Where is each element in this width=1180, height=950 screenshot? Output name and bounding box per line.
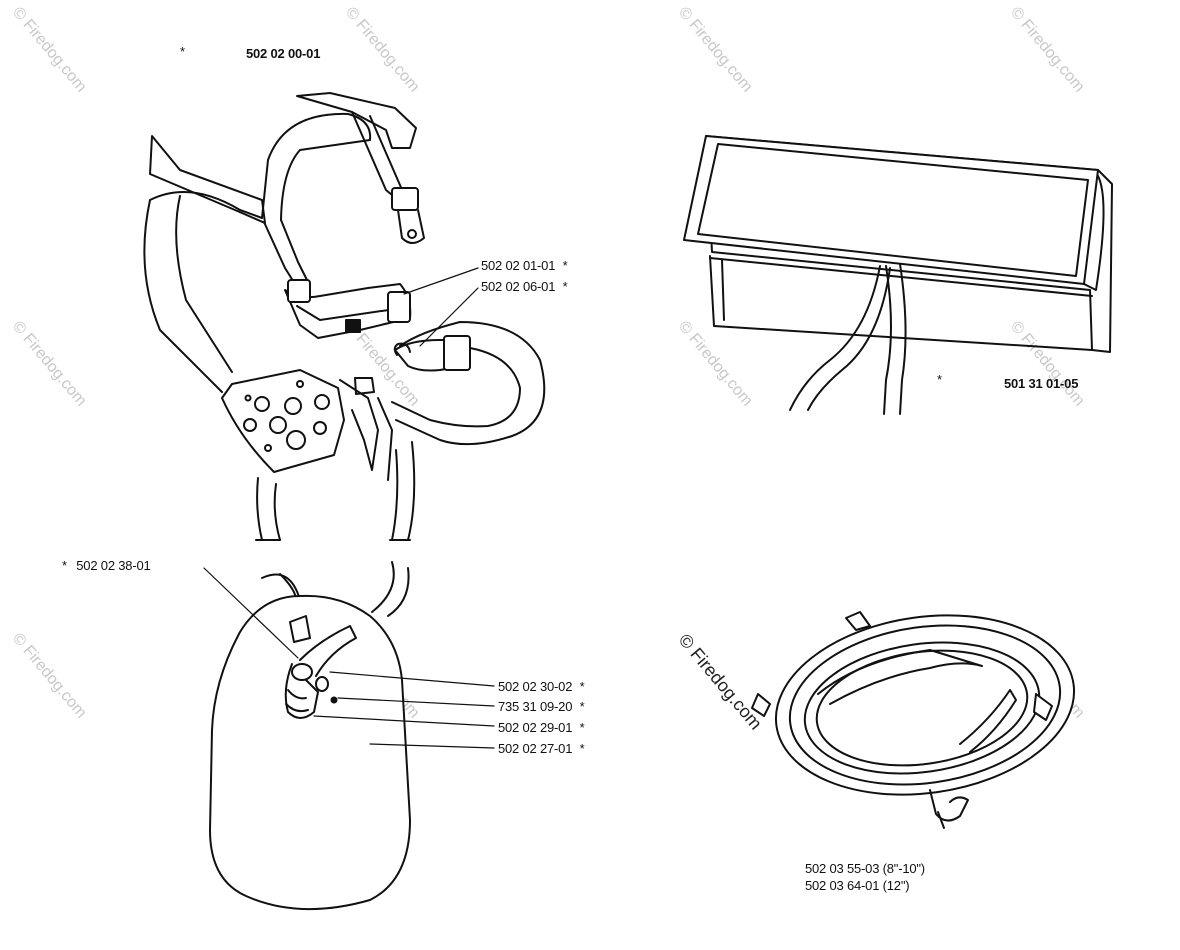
part-number: 735 31 09-20 [498, 699, 573, 714]
replaceable-marker: * [62, 558, 67, 573]
replaceable-marker: * [562, 258, 568, 273]
replaceable-marker: * [579, 699, 585, 714]
replaceable-marker: * [562, 279, 568, 294]
leader-line [329, 671, 495, 687]
leader-line [203, 567, 299, 659]
callout-label: 502 02 30-02 * [498, 679, 585, 694]
leader-line [337, 697, 495, 707]
callout-label: * 502 02 38-01 [62, 558, 151, 573]
replaceable-marker: * [579, 720, 585, 735]
part-number: 502 02 30-02 [498, 679, 573, 694]
callout-label: 502 02 01-01 * [481, 258, 568, 273]
harness-drawing [143, 92, 546, 911]
guard-part-number: 502 03 64-01 (12") [805, 878, 910, 893]
replaceable-marker: * [579, 741, 585, 756]
leader-line [419, 287, 479, 347]
harness-assembly-part-number: 502 02 00-01 [246, 46, 321, 61]
replaceable-marker: * [579, 679, 585, 694]
callout-label: 502 02 27-01 * [498, 741, 585, 756]
assembly-marker: * [180, 44, 185, 59]
part-number: 502 02 27-01 [498, 741, 573, 756]
callout-label: 735 31 09-20 * [498, 699, 585, 714]
guard-drawing [751, 611, 1076, 829]
leader-line [313, 715, 495, 727]
cover-drawing [683, 135, 1113, 415]
part-number: 502 02 01-01 [481, 258, 556, 273]
leader-line [369, 743, 495, 749]
part-number: 502 02 06-01 [481, 279, 556, 294]
callout-label: 502 02 29-01 * [498, 720, 585, 735]
callout-label: 502 02 06-01 * [481, 279, 568, 294]
leader-line [403, 267, 479, 295]
leader-lines [203, 267, 495, 749]
part-number: 502 02 29-01 [498, 720, 573, 735]
part-number: 502 02 38-01 [76, 558, 151, 573]
cover-marker: * [937, 372, 942, 387]
guard-part-number: 502 03 55-03 (8"-10") [805, 861, 925, 876]
cover-part-number: 501 31 01-05 [1004, 376, 1079, 391]
